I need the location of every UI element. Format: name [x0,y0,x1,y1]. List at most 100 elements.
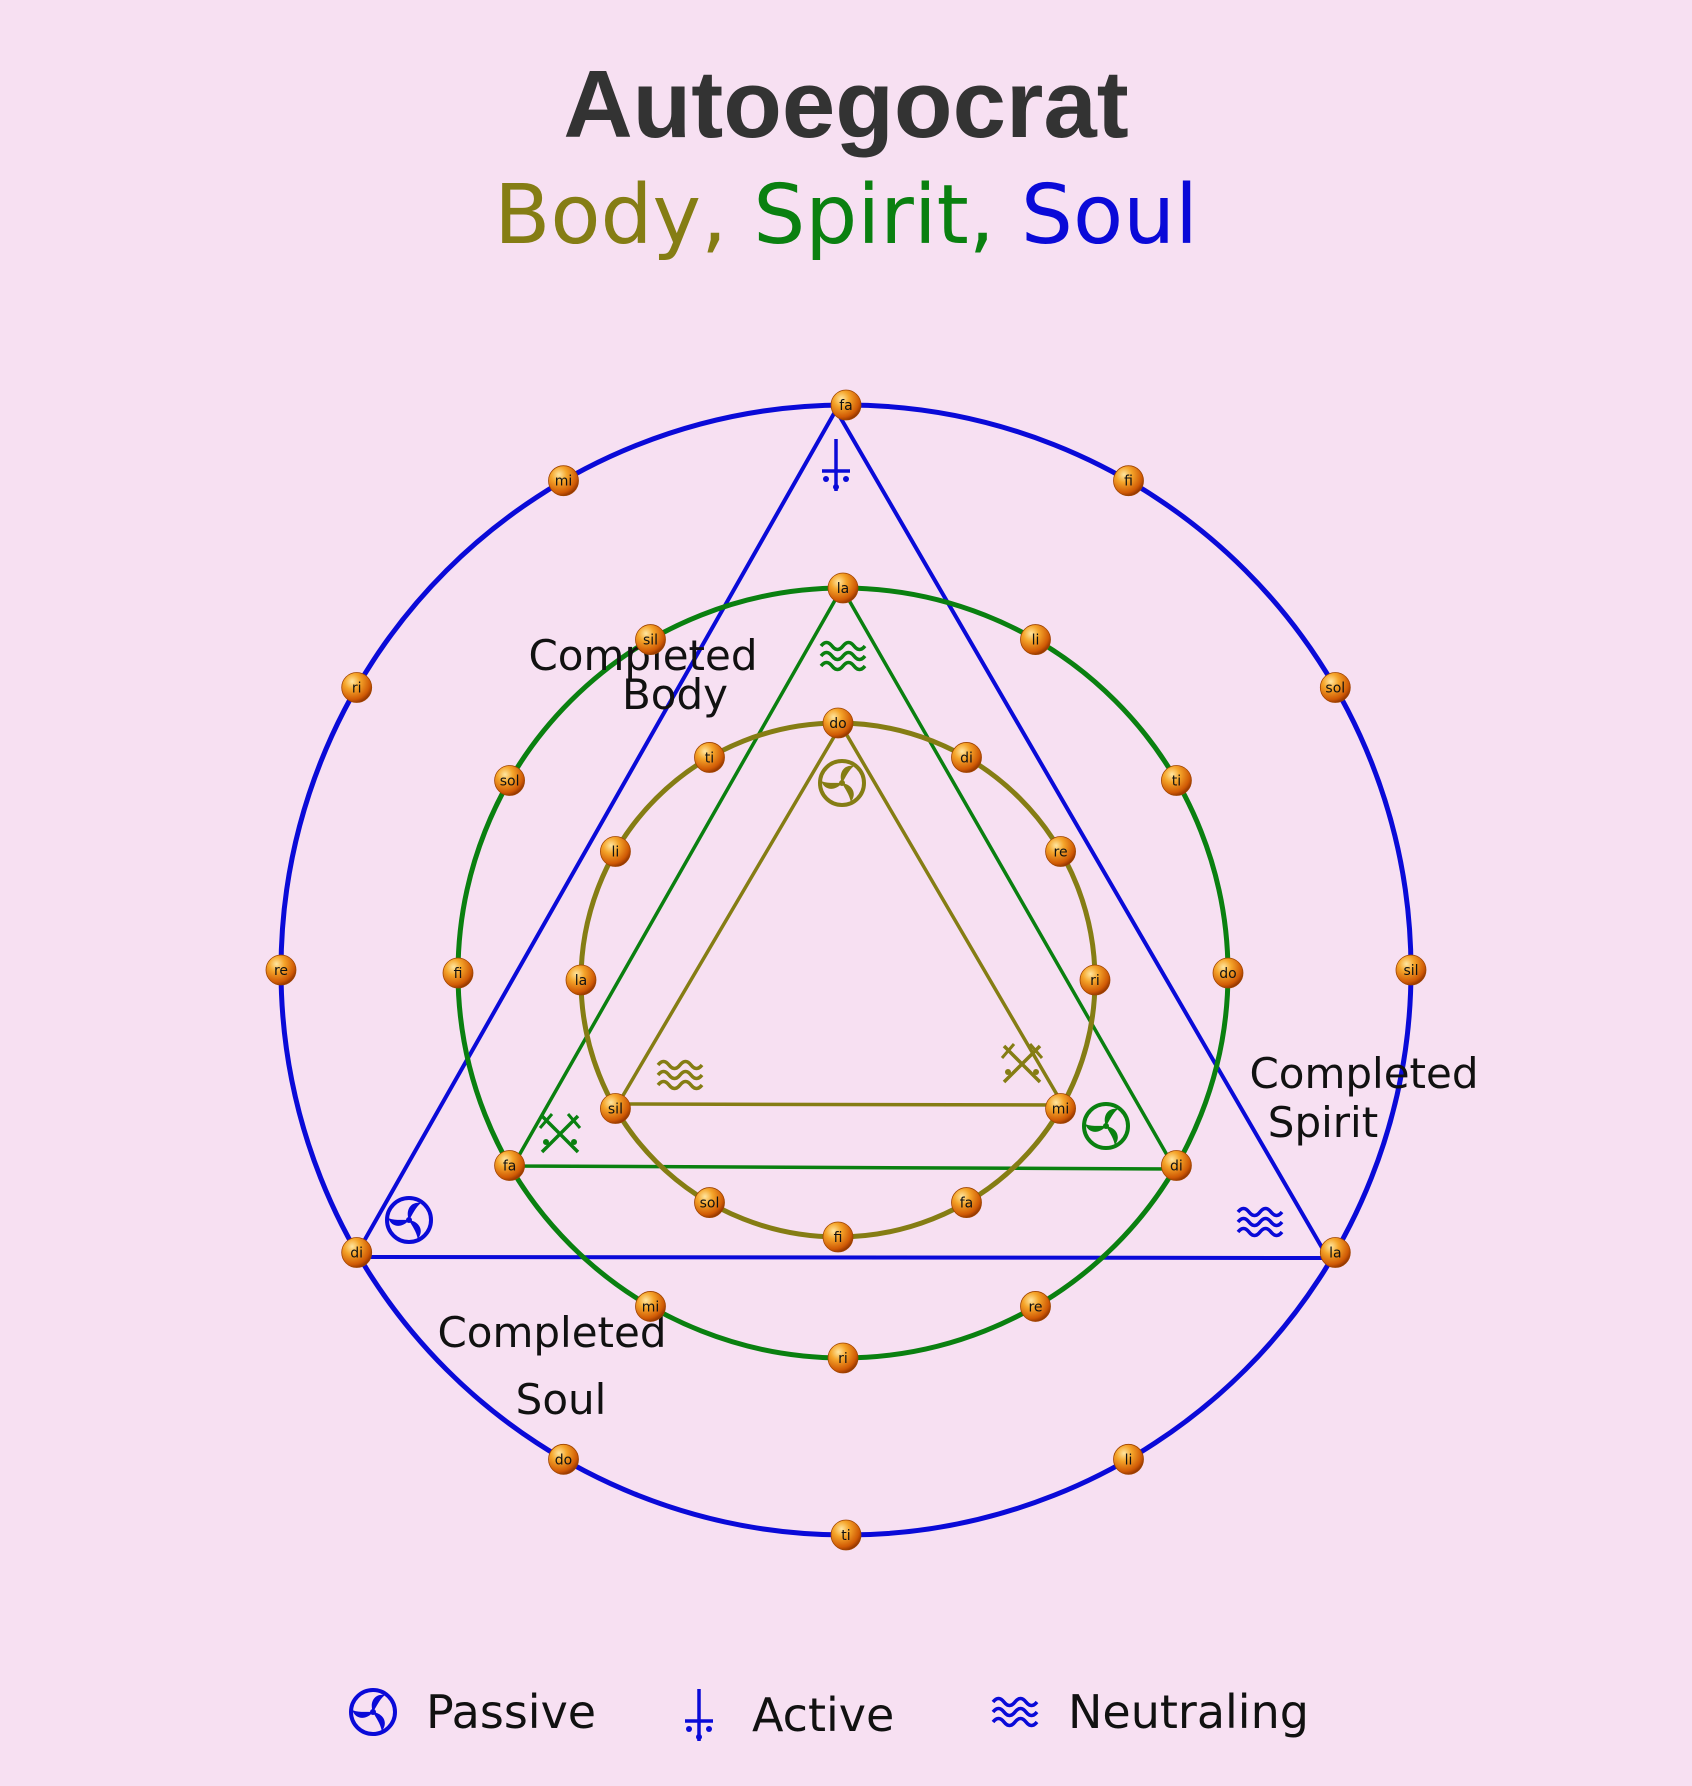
note-ball: fa [494,1150,525,1181]
note-label: sil [1403,963,1418,979]
note-ball: re [1020,1291,1051,1322]
triskelion-icon [1082,1102,1130,1150]
note-label: li [1125,1452,1133,1468]
note-label: fa [839,398,853,414]
note-ball: ti [1161,765,1192,796]
note-ball: fi [1113,465,1144,497]
active-cross-icon [820,437,852,493]
page-subtitle: Body, Spirit, Soul [0,168,1692,263]
note-label: ri [352,681,362,697]
note-label: re [1054,845,1068,861]
note-label: la [1329,1246,1341,1262]
note-ball: re [1045,836,1076,867]
neutraling-waves-icon [991,1696,1039,1728]
body-circle [578,720,1098,1240]
note-label: sil [643,633,658,649]
note-label: di [350,1246,363,1262]
subtitle-soul: Soul [1020,168,1198,263]
note-label: mi [1052,1102,1070,1118]
note-label: ri [1090,973,1100,989]
note-label: ti [1172,774,1181,790]
note-label: fi [454,966,463,982]
active-cross-icon [683,1687,715,1743]
note-ball: sil [1395,954,1427,986]
note-ball: mi [1045,1093,1076,1124]
neutraling-waves-icon [656,1059,704,1091]
note-ball: di [1161,1150,1192,1181]
note-ball: fi [822,1221,854,1253]
note-ball: di [951,742,982,773]
completed-body-label: Body [622,670,728,719]
note-ball: sil [600,1093,631,1124]
note-label: mi [555,474,573,490]
note-ball: sol [694,1187,725,1218]
note-label: sol [1325,681,1345,697]
note-ball: ri [341,672,373,703]
note-ball: mi [548,465,579,497]
legend-active: Active [672,1685,894,1745]
note-ball: sol [494,765,525,796]
note-label: fi [1124,474,1133,490]
note-label: sil [608,1102,623,1118]
note-ball: ti [830,1519,862,1551]
note-label: la [575,973,587,989]
body-triangle [614,721,1067,1107]
note-label: ti [841,1528,850,1544]
note-ball: re [265,954,297,986]
note-ball: sol [1319,672,1351,703]
completed-spirit-label: Completed [1249,1049,1478,1098]
note-ball: do [548,1443,579,1475]
note-ball: do [822,707,854,739]
legend-passive: Passive [346,1685,596,1739]
triskelion-icon [349,1688,397,1736]
note-label: la [837,581,849,597]
note-ball: ti [694,742,725,773]
note-label: sol [500,774,520,790]
completed-soul-label: Completed [437,1308,666,1357]
spirit-triangle [509,584,1179,1171]
note-ball: do [1212,957,1244,989]
note-label: mi [642,1299,660,1315]
note-ball: li [600,836,631,867]
note-label: di [1170,1159,1183,1175]
crossed-swords-icon [1000,1042,1044,1084]
note-label: fa [960,1196,974,1212]
completed-spirit-label: Spirit [1268,1098,1378,1147]
legend-neutraling: Neutraling [988,1685,1309,1739]
note-ball: ri [1079,964,1111,996]
note-label: ri [838,1351,848,1367]
note-label: re [1028,1299,1042,1315]
note-label: do [555,1452,572,1468]
note-label: ti [705,750,714,766]
soul-triangle [351,405,1332,1261]
page-title: Autoegocrat [563,51,1129,158]
legend-active-label: Active [752,1688,895,1742]
legend-neutraling-label: Neutraling [1068,1685,1309,1739]
note-ball: mi [635,1291,666,1322]
note-ball: fa [830,389,862,421]
legend-passive-label: Passive [426,1685,597,1739]
note-ball: la [1319,1237,1351,1268]
note-label: do [1219,966,1236,982]
completed-soul-label: Soul [516,1375,607,1424]
note-ball: li [1113,1443,1144,1475]
note-label: li [612,845,620,861]
note-label: do [829,716,846,732]
note-ball: li [1020,624,1051,655]
note-ball: di [341,1237,373,1268]
note-ball: la [565,964,597,996]
note-label: di [960,750,973,766]
subtitle-body: Body, [494,168,728,263]
note-ball: fi [442,957,474,989]
crossed-swords-icon [538,1112,582,1154]
triskelion-icon [818,759,866,807]
subtitle-spirit: Spirit, [753,168,995,263]
note-label: sol [700,1196,720,1212]
neutraling-waves-icon [819,640,867,672]
triskelion-icon [385,1196,433,1244]
note-label: re [274,963,288,979]
note-ball: sil [635,624,666,655]
neutraling-waves-icon [1236,1206,1284,1238]
note-ball: la [827,572,859,604]
